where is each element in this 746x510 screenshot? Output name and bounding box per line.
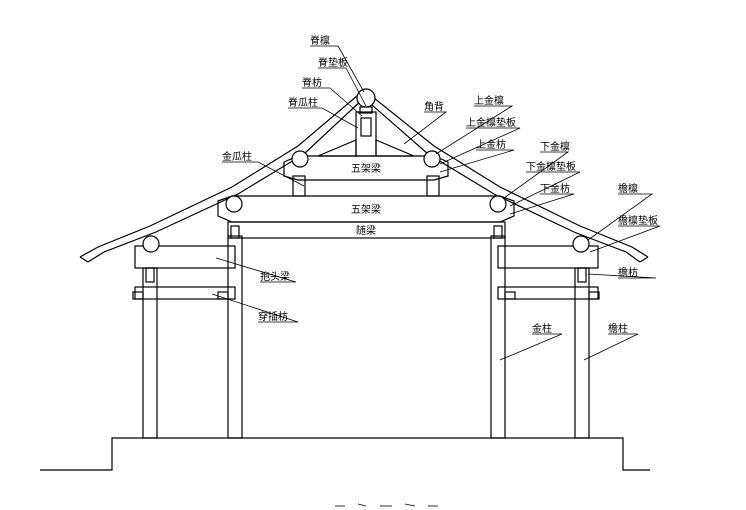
label-ji-lin: 脊檩 — [310, 34, 330, 47]
purlin-ji — [356, 88, 376, 114]
purlin-xia-jin-left — [225, 195, 243, 213]
label-xia-jin-lin-dian-ban: 下金檩垫板 — [526, 160, 576, 173]
label-ji-dian-ban: 脊垫板 — [318, 56, 348, 69]
purlin-shang-jin-right — [423, 150, 441, 168]
san-jia-liang: 五架梁 — [283, 155, 449, 181]
label-yan-zhu: 檐柱 — [608, 322, 628, 335]
caption-partial — [335, 503, 438, 507]
column-yan-right — [574, 267, 590, 439]
purlin-yan-left — [142, 235, 160, 253]
labels: 脊檩 脊垫板 脊枋 脊瓜柱 角背 上金檩 上金檩垫板 上金枋 金瓜柱 下金檩 下… — [222, 34, 658, 335]
bao-tou-liang-right — [497, 245, 599, 269]
label-jiao-bei: 角背 — [424, 100, 444, 113]
column-jin-right — [490, 235, 506, 439]
label-jin-gua-zhu: 金瓜柱 — [222, 150, 252, 163]
label-shang-jin-fang: 上金枋 — [476, 138, 506, 151]
purlin-yan-right — [572, 235, 590, 253]
chuan-cha-fang-left — [134, 286, 236, 300]
purlin-shang-jin-left — [291, 150, 309, 168]
label-shang-jin-lin: 上金檩 — [474, 94, 504, 107]
label-ji-gua-zhu: 脊瓜柱 — [288, 96, 318, 109]
sui-liang: 随梁 — [227, 221, 506, 239]
chuan-cha-fang-right — [497, 286, 599, 300]
ji-gua-zhu — [355, 111, 377, 157]
label-yan-fang: 檐枋 — [618, 266, 638, 279]
roof-slope-right — [363, 89, 649, 263]
label-chuan-cha-fang: 穿插枋 — [258, 310, 288, 323]
column-jin-left — [227, 235, 243, 439]
label-yan-lin-dian-ban: 檐檩垫板 — [618, 214, 658, 227]
label-shang-jin-lin-dian-ban: 上金檩垫板 — [466, 116, 516, 129]
bao-tou-liang-left — [134, 245, 236, 269]
wu-jia-liang-label: 五架梁 — [351, 203, 381, 216]
label-jin-zhu: 金柱 — [532, 322, 552, 335]
label-xia-jin-fang: 下金枋 — [540, 182, 570, 195]
label-xia-jin-lin: 下金檩 — [540, 140, 570, 153]
label-bao-tou-liang: 抱头梁 — [260, 270, 290, 283]
column-yan-left — [142, 267, 158, 439]
purlin-xia-jin-right — [489, 195, 507, 213]
label-ji-fang: 脊枋 — [302, 76, 322, 89]
sui-liang-label: 随梁 — [356, 224, 376, 237]
ground-and-platform — [40, 437, 650, 471]
leader-lines — [211, 45, 661, 361]
label-yan-lin: 檐檩 — [618, 182, 638, 195]
roof-slope-left — [79, 89, 365, 263]
wu-jia-liang: 五架梁 — [217, 195, 515, 223]
san-jia-liang-label: 五架梁 — [351, 162, 381, 175]
